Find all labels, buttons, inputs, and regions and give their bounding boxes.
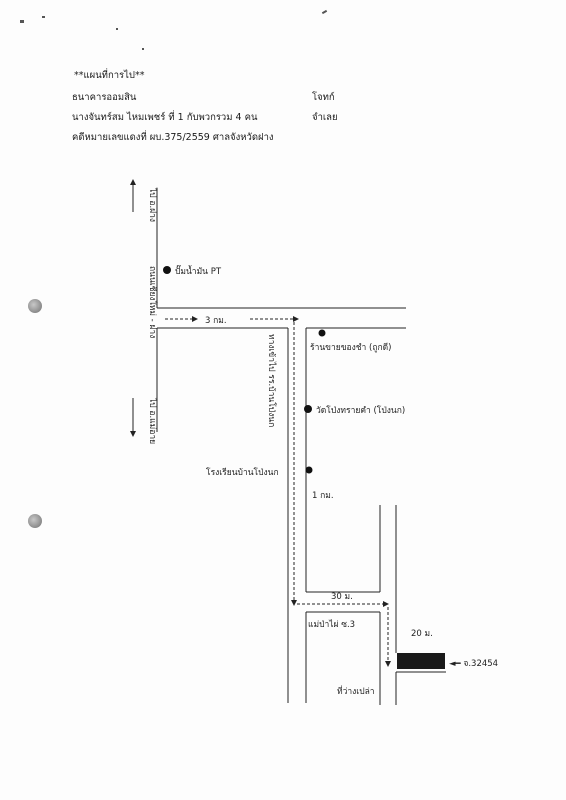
label-deed-number: ◄━ จ.32454	[449, 659, 499, 669]
scan-speck	[20, 20, 24, 23]
label-shop: ร้านขายของชำ (ถูกดี)	[310, 343, 392, 353]
school-marker	[305, 466, 313, 474]
label-school: โรงเรียนบ้านโป่งนก	[206, 468, 279, 478]
defendant-name: นางจันทร์สม ไหมเพชร์ ที่ 1 กับพวกรวม 4 ค…	[72, 112, 258, 123]
label-distance-1km: 1 กม.	[312, 491, 334, 501]
scan-speck	[142, 48, 144, 50]
document-title: **แผนที่การไป**	[74, 70, 145, 81]
punch-hole	[28, 514, 42, 528]
punch-hole	[28, 299, 42, 313]
scan-speck	[116, 28, 118, 30]
temple-marker	[304, 405, 312, 413]
label-distance-20m: 20 ม.	[411, 629, 433, 639]
plaintiff-label: โจทก์	[312, 92, 335, 103]
gas-station-marker	[163, 266, 171, 274]
label-temple: วัดโป่งทรายคำ (โป่งนก)	[316, 406, 406, 416]
plaintiff-name: ธนาคารออมสิน	[72, 92, 137, 103]
label-road-name: ถนนเชียงใหม่ - ฝาง	[147, 266, 157, 339]
defendant-label: จำเลย	[312, 112, 338, 123]
label-to-fang: ไป อ.ฝาง	[147, 188, 157, 223]
shop-marker	[318, 329, 326, 337]
label-alley: แม่ป่าไผ่ ซ.3	[308, 620, 356, 630]
land-plot	[397, 653, 445, 669]
label-distance-30m: 30 ม.	[331, 592, 353, 602]
label-gas-station: ปั๊มน้ำมัน PT	[175, 267, 222, 277]
label-vacant-land: ที่ว่างเปล่า	[337, 687, 375, 697]
label-side-road: ทางเข้าไป รร.บ้านโป่งนก	[266, 334, 276, 428]
case-number: คดีหมายเลขแดงที่ ผบ.375/2559 ศาลจังหวัดฝ…	[72, 132, 274, 143]
label-to-mae-ai: ไป อ.แม่อาย	[147, 398, 157, 445]
label-distance-3km: 3 กม.	[205, 316, 227, 326]
scan-speck	[42, 16, 45, 18]
